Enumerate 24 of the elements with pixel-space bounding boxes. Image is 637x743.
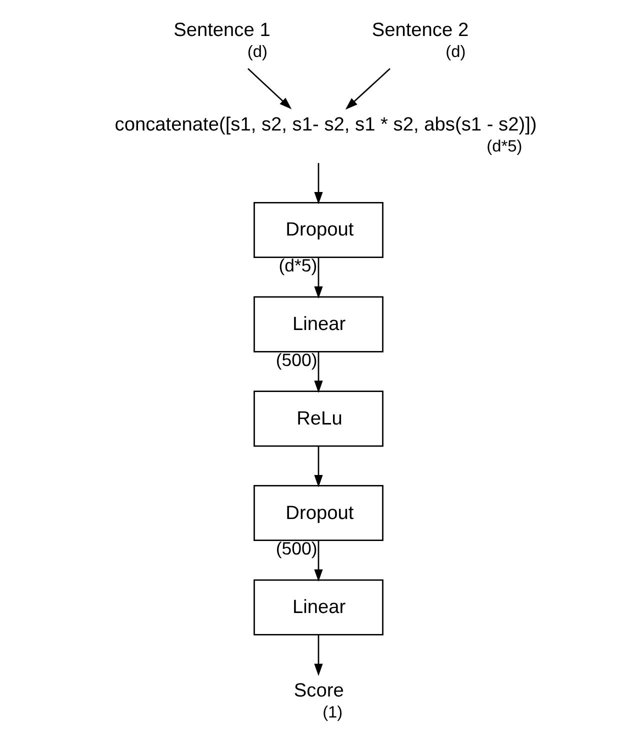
node-box: Dropout [254,484,384,542]
arrow [345,68,390,110]
node-label: (d) [247,43,268,62]
arrow [248,68,292,110]
node-box: Linear [254,296,384,352]
arrow [314,446,323,488]
node-label: (d) [446,43,466,62]
arrow [314,163,323,204]
edge-label: (500) [276,350,318,370]
edge-label: (500) [276,538,318,559]
node-text: Score [294,680,344,702]
node-text: Sentence 2 [372,20,469,42]
node-text: Sentence 1 [174,20,270,42]
node-label: (1) [322,704,343,722]
node-text: concatenate([s1, s2, s1- s2, s1 * s2, abs(s1 - s2)]) [114,114,537,136]
arrow [314,540,323,582]
node-box: Dropout [254,202,384,258]
edge-label: (d*5) [278,256,318,276]
node-box: ReLu [254,390,384,447]
node-label: (d*5) [486,138,522,156]
node-box: Linear [254,579,384,636]
arrow [314,257,323,299]
arrow [314,352,323,393]
arrow [314,634,323,676]
